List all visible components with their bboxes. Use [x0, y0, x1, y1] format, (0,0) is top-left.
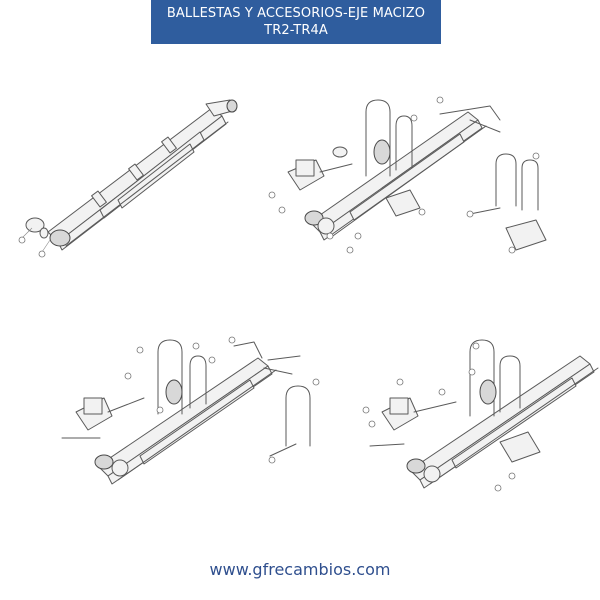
leaf-spring-assembly-3 [61, 336, 320, 485]
title-line-1: BALLESTAS Y ACCESORIOS-EJE MACIZO [166, 6, 426, 21]
leaf-spring-assembly-4 [362, 339, 599, 492]
title-banner: BALLESTAS Y ACCESORIOS-EJE MACIZO TR2-TR… [151, 0, 441, 44]
title-line-2: TR2-TR4A [264, 23, 328, 38]
leaf-spring-assembly-1 [18, 99, 238, 258]
leaf-spring-assembly-2 [268, 96, 547, 254]
website-url[interactable]: www.gfrecambios.com [209, 560, 391, 579]
